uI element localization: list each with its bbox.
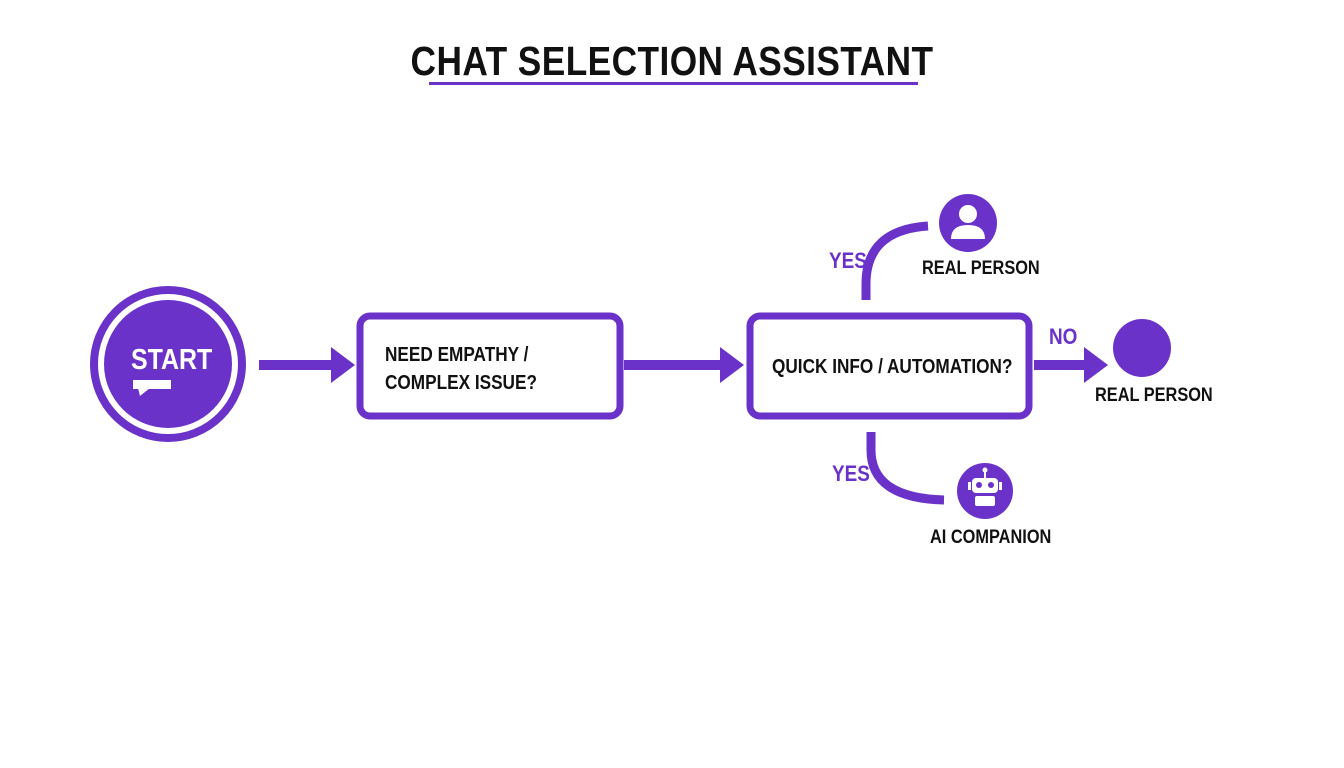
outcome-bottom-label: AI COMPANION <box>930 527 1052 548</box>
outcome-right-label: REAL PERSON <box>1095 385 1213 406</box>
edge-label-no: NO <box>1049 324 1078 349</box>
arrow-empathy-to-automation <box>624 347 744 383</box>
empathy-question-line2: COMPLEX ISSUE? <box>385 372 537 394</box>
arrow-no-right <box>1034 347 1108 383</box>
start-node[interactable] <box>90 286 246 442</box>
solid-circle-icon[interactable] <box>1113 319 1171 377</box>
empathy-question-line1: NEED EMPATHY / <box>385 344 529 366</box>
branch-yes-top <box>861 221 929 300</box>
page-title: CHAT SELECTION ASSISTANT <box>410 38 934 84</box>
person-icon[interactable] <box>939 194 997 252</box>
edge-label-yes-bottom: YES <box>832 461 870 486</box>
chat-bubble-icon <box>133 380 171 396</box>
arrow-start-to-empathy <box>259 347 355 383</box>
title-underline <box>429 82 918 85</box>
automation-question: QUICK INFO / AUTOMATION? <box>772 356 1013 378</box>
empathy-decision-box[interactable] <box>356 312 624 420</box>
branch-yes-bottom <box>866 432 945 505</box>
start-outer-ring <box>90 286 246 442</box>
start-label: START <box>131 344 213 376</box>
edge-label-yes-top: YES <box>829 248 867 273</box>
robot-icon[interactable] <box>957 463 1013 519</box>
outcome-top-label: REAL PERSON <box>922 258 1040 279</box>
automation-decision-box[interactable] <box>746 312 1033 420</box>
start-inner-circle <box>104 300 232 428</box>
